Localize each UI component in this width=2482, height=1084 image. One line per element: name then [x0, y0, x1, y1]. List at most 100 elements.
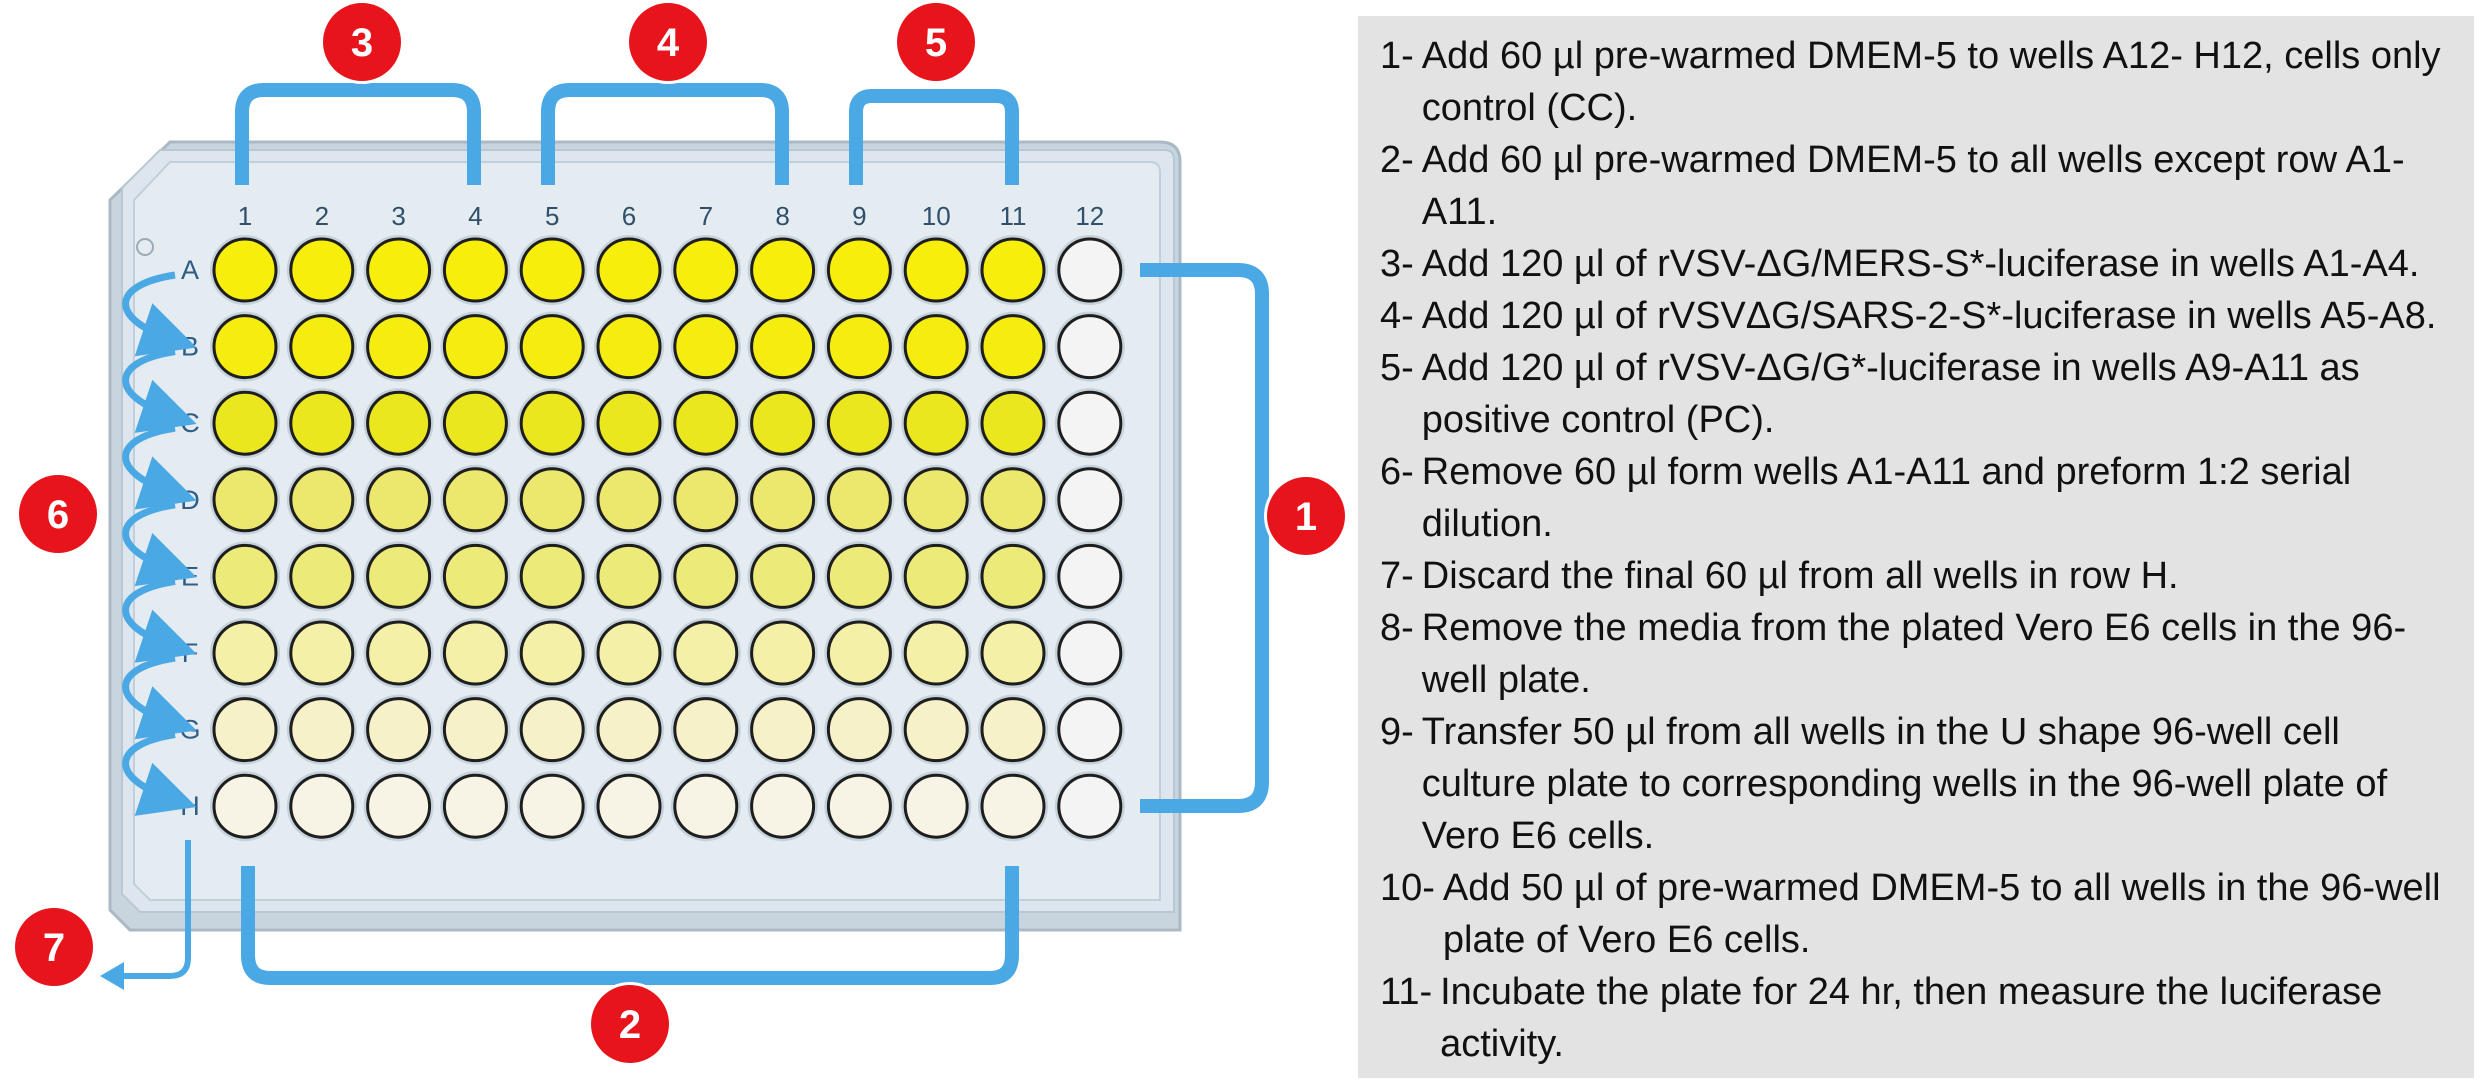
- well: [289, 390, 355, 456]
- well: [750, 390, 816, 456]
- well: [903, 314, 969, 380]
- well: [673, 697, 739, 763]
- step-text: Discard the final 60 µl from all wells i…: [1421, 555, 2179, 597]
- well: [903, 620, 969, 686]
- step-badge: 4: [626, 0, 710, 84]
- protocol-steps-panel: 1-Add 60 µl pre-warmed DMEM-5 to wells A…: [1358, 16, 2474, 1078]
- well: [366, 543, 432, 609]
- well: [519, 390, 585, 456]
- well: [1057, 773, 1123, 839]
- well: [980, 543, 1046, 609]
- column-label: 6: [622, 201, 636, 231]
- well: [750, 620, 816, 686]
- well: [826, 467, 892, 533]
- step-badge: 1: [1264, 474, 1348, 558]
- badge-circle: [629, 3, 707, 81]
- column-label: 7: [699, 201, 713, 231]
- row-label: F: [182, 638, 199, 668]
- well: [442, 467, 508, 533]
- step-number: 5-: [1380, 347, 1414, 389]
- discard-arrow-head: [100, 962, 124, 990]
- well: [442, 543, 508, 609]
- protocol-step: 3-Add 120 µl of rVSV-ΔG/MERS-S*-lucifera…: [1380, 238, 2474, 290]
- well: [673, 543, 739, 609]
- step-number: 7-: [1380, 555, 1414, 597]
- bracket-rows-b-h: [241, 866, 1019, 985]
- dilution-arrow: [122, 424, 197, 510]
- well: [212, 467, 278, 533]
- well: [980, 390, 1046, 456]
- step-number: 1-: [1380, 35, 1414, 77]
- well: [1057, 467, 1123, 533]
- well: [442, 620, 508, 686]
- well: [826, 697, 892, 763]
- well: [366, 697, 432, 763]
- step-text: Remove the media from the plated Vero E6…: [1421, 607, 2407, 701]
- step-text: Add 120 µl of rVSV-ΔG/MERS-S*-luciferase…: [1421, 243, 2420, 285]
- well: [826, 237, 892, 303]
- row-label: C: [180, 408, 200, 438]
- protocol-step: 5-Add 120 µl of rVSV-ΔG/G*-luciferase in…: [1380, 342, 2474, 446]
- step-text: Add 120 µl of rVSVΔG/SARS-2-S*-luciferas…: [1421, 295, 2437, 337]
- well: [903, 773, 969, 839]
- column-label: 3: [391, 201, 405, 231]
- well: [212, 697, 278, 763]
- well: [1057, 620, 1123, 686]
- well: [903, 390, 969, 456]
- dilution-arrow: [122, 348, 197, 433]
- well: [596, 467, 662, 533]
- bracket-cols-1-4: [235, 83, 481, 185]
- well: [442, 237, 508, 303]
- well: [980, 773, 1046, 839]
- well: [750, 314, 816, 380]
- badge-circle: [323, 3, 401, 81]
- well: [366, 390, 432, 456]
- well: [366, 467, 432, 533]
- wells: [210, 235, 1125, 842]
- well: [826, 773, 892, 839]
- bracket-cols-9-11: [849, 89, 1019, 185]
- step-number: 4-: [1380, 295, 1414, 337]
- step-text: Transfer 50 µl from all wells in the U s…: [1421, 711, 2388, 857]
- step-text: Remove 60 µl form wells A1-A11 and prefo…: [1421, 451, 2352, 545]
- well: [442, 390, 508, 456]
- protocol-step: 2-Add 60 µl pre-warmed DMEM-5 to all wel…: [1380, 134, 2474, 238]
- well: [1057, 237, 1123, 303]
- well: [366, 773, 432, 839]
- well: [980, 237, 1046, 303]
- well: [750, 543, 816, 609]
- bracket-col-12: [1140, 263, 1269, 813]
- protocol-step: 10-Add 50 µl of pre-warmed DMEM-5 to all…: [1380, 862, 2474, 966]
- well: [596, 390, 662, 456]
- step-number: 2-: [1380, 139, 1414, 181]
- badge-number: 4: [657, 21, 680, 65]
- step-number: 6-: [1380, 451, 1414, 493]
- well: [750, 237, 816, 303]
- transfer-brackets: [100, 83, 1269, 990]
- protocol-step: 4-Add 120 µl of rVSVΔG/SARS-2-S*-lucifer…: [1380, 290, 2474, 342]
- column-label: 11: [1000, 201, 1027, 231]
- well: [212, 390, 278, 456]
- badge-circle: [1267, 477, 1345, 555]
- well: [826, 314, 892, 380]
- well: [289, 773, 355, 839]
- well: [596, 237, 662, 303]
- well: [673, 314, 739, 380]
- dilution-arrow: [122, 731, 197, 816]
- well: [673, 237, 739, 303]
- serial-dilution-arrows: [122, 271, 197, 816]
- well: [366, 237, 432, 303]
- row-label: A: [181, 255, 199, 285]
- step-text: Add 120 µl of rVSV-ΔG/G*-luciferase in w…: [1421, 347, 2360, 441]
- well: [212, 620, 278, 686]
- well: [1057, 697, 1123, 763]
- protocol-steps-list: 1-Add 60 µl pre-warmed DMEM-5 to wells A…: [1380, 30, 2474, 1070]
- step-badge: 3: [320, 0, 404, 84]
- well: [1057, 390, 1123, 456]
- protocol-step: 1-Add 60 µl pre-warmed DMEM-5 to wells A…: [1380, 30, 2474, 134]
- plate-orientation-mark: [136, 238, 154, 256]
- well: [903, 237, 969, 303]
- dilution-arrow: [122, 654, 197, 740]
- badge-number: 6: [47, 493, 69, 537]
